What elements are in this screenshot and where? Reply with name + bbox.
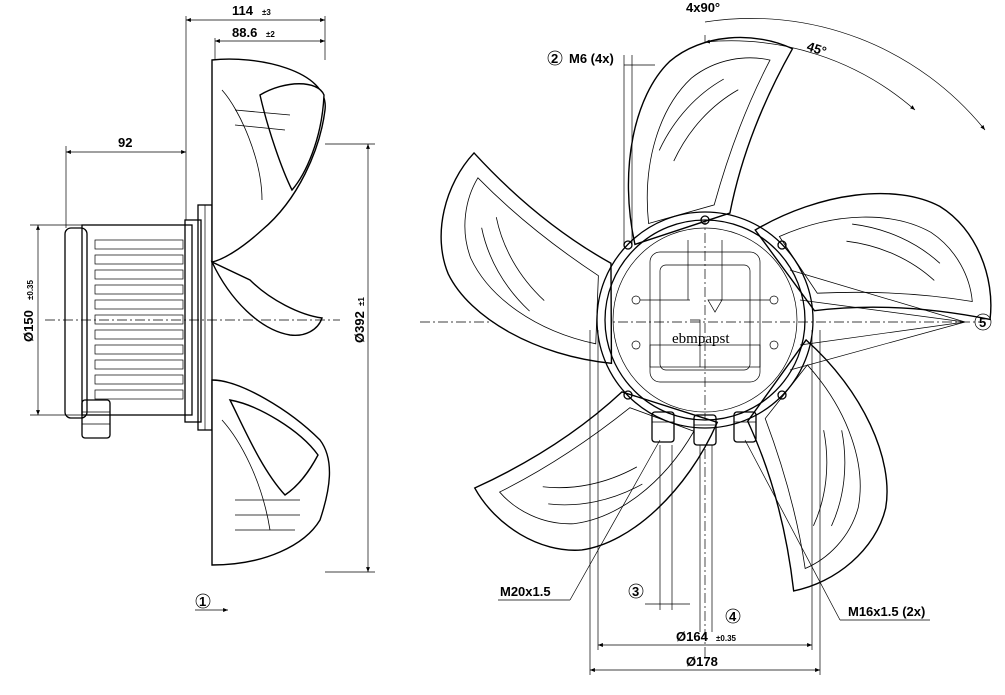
front-view (420, 35, 992, 660)
label-m20: M20x1.5 (500, 584, 551, 599)
front-dimensions (498, 18, 986, 675)
motor-fin (94, 359, 184, 370)
hub (596, 211, 814, 429)
dim-angle: 45° (805, 39, 828, 59)
dim-blade-depth: 88.6 (232, 25, 257, 40)
motor-fin (94, 314, 184, 325)
dim-motor-diameter-tol: ±0.35 (26, 279, 35, 300)
motor-fin (94, 284, 184, 295)
fan-blade (440, 151, 613, 365)
callout-5-label: 5 (979, 315, 986, 330)
motor-fin (94, 389, 184, 400)
callout-3-label: 3 (632, 584, 639, 599)
blade-profile-side (210, 58, 331, 566)
label-m16: M16x1.5 (2x) (848, 604, 925, 619)
dim-overall-depth: 114 (232, 3, 254, 18)
motor-fin (94, 299, 184, 310)
callout-1-circle (195, 593, 211, 609)
fan-blades (440, 36, 992, 592)
dim-angle-pattern: 4x90° (686, 0, 720, 15)
side-view (45, 58, 340, 612)
motor-fin (94, 239, 184, 250)
fan-blade (473, 391, 719, 551)
dim-fan-diameter: Ø392 (352, 311, 367, 343)
cable-glands-front (651, 411, 757, 446)
callout-5-circle (974, 313, 992, 331)
motor-fin (94, 269, 184, 280)
dim-overall-depth-tol: ±3 (262, 8, 271, 17)
callout-2-circle (547, 50, 563, 66)
side-dimensions (30, 16, 375, 573)
callout-4-circle (725, 608, 741, 624)
motor-body (64, 204, 213, 431)
motor-fin (94, 329, 184, 340)
brand-logo: ebmpapst (672, 331, 730, 347)
dim-bolt-circle: Ø164 (676, 629, 709, 644)
dim-bolt-circle-tol: ±0.35 (716, 634, 737, 643)
dim-blade-depth-tol: ±2 (266, 30, 275, 39)
motor-fin (94, 344, 184, 355)
callout-4-label: 4 (729, 609, 737, 624)
motor-fin (94, 254, 184, 265)
dim-flange-diameter: Ø178 (686, 654, 718, 669)
callout-2-text: M6 (4x) (569, 51, 614, 66)
dim-motor-diameter: Ø150 (21, 310, 36, 342)
callout-1-label: 1 (199, 594, 206, 609)
fan-blade (754, 192, 992, 321)
dim-fan-diameter-tol: ±1 (357, 297, 366, 306)
callout-3-circle (628, 583, 644, 599)
dim-motor-offset: 92 (118, 135, 132, 150)
motor-fin (94, 374, 184, 385)
callout-2-label: 2 (551, 51, 558, 66)
cable-gland-side (81, 399, 111, 439)
